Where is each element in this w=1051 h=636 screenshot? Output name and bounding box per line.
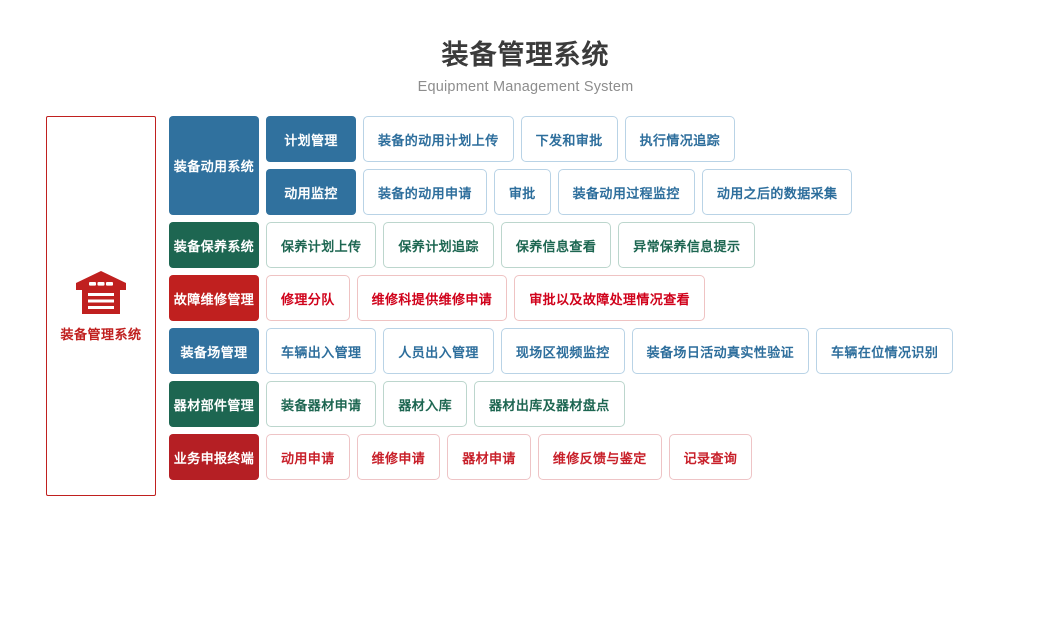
subsystem-row: 装备保养系统保养计划上传保养计划追踪保养信息查看异常保养信息提示 [169, 222, 953, 268]
system-architecture-diagram: 装备管理系统 装备动用系统计划管理装备的动用计划上传下发和审批执行情况追踪动用监… [0, 116, 1051, 496]
function-block[interactable]: 保养计划追踪 [383, 222, 494, 268]
subcategory-block[interactable]: 计划管理 [266, 116, 356, 162]
function-block[interactable]: 维修科提供维修申请 [356, 275, 508, 321]
category-groups: 车辆出入管理人员出入管理现场区视频监控装备场日活动真实性验证车辆在位情况识别 [266, 328, 954, 374]
category-group: 装备器材申请器材入库器材出库及器材盘点 [266, 381, 625, 427]
function-block[interactable]: 审批以及故障处理情况查看 [514, 275, 706, 321]
category-group: 动用申请维修申请器材申请维修反馈与鉴定记录查询 [266, 434, 753, 480]
function-block[interactable]: 器材申请 [447, 434, 531, 480]
function-block[interactable]: 装备的动用申请 [363, 169, 487, 215]
subcategory-block[interactable]: 动用监控 [266, 169, 356, 215]
function-block[interactable]: 装备的动用计划上传 [363, 116, 514, 162]
function-block[interactable]: 装备器材申请 [266, 381, 377, 427]
function-block[interactable]: 保养计划上传 [266, 222, 377, 268]
category-group: 动用监控装备的动用申请审批装备动用过程监控动用之后的数据采集 [266, 169, 853, 215]
category-block[interactable]: 业务申报终端 [169, 434, 259, 480]
subsystem-row: 装备场管理车辆出入管理人员出入管理现场区视频监控装备场日活动真实性验证车辆在位情… [169, 328, 954, 374]
function-block[interactable]: 器材出库及器材盘点 [474, 381, 625, 427]
category-block[interactable]: 装备动用系统 [169, 116, 259, 215]
category-groups: 保养计划上传保养计划追踪保养信息查看异常保养信息提示 [266, 222, 756, 268]
function-block[interactable]: 保养信息查看 [500, 222, 612, 268]
category-block[interactable]: 故障维修管理 [169, 275, 259, 321]
category-block[interactable]: 装备保养系统 [169, 222, 259, 268]
page-subtitle: Equipment Management System [417, 79, 634, 95]
category-group: 修理分队维修科提供维修申请审批以及故障处理情况查看 [266, 275, 706, 321]
function-block[interactable]: 执行情况追踪 [624, 116, 736, 162]
subsystem-row: 装备动用系统计划管理装备的动用计划上传下发和审批执行情况追踪动用监控装备的动用申… [169, 116, 953, 215]
category-group: 保养计划上传保养计划追踪保养信息查看异常保养信息提示 [266, 222, 756, 268]
function-block[interactable]: 车辆出入管理 [266, 328, 377, 374]
category-group: 车辆出入管理人员出入管理现场区视频监控装备场日活动真实性验证车辆在位情况识别 [266, 328, 954, 374]
function-block[interactable]: 异常保养信息提示 [618, 222, 756, 268]
function-block[interactable]: 维修申请 [356, 434, 441, 480]
function-block[interactable]: 动用申请 [266, 434, 350, 480]
category-block[interactable]: 装备场管理 [169, 328, 259, 374]
function-block[interactable]: 动用之后的数据采集 [701, 169, 853, 215]
subsystem-rows: 装备动用系统计划管理装备的动用计划上传下发和审批执行情况追踪动用监控装备的动用申… [169, 116, 954, 487]
root-system-panel[interactable]: 装备管理系统 [46, 116, 156, 496]
warehouse-icon [74, 269, 128, 316]
function-block[interactable]: 器材入库 [383, 381, 468, 427]
function-block[interactable]: 记录查询 [668, 434, 753, 480]
category-groups: 修理分队维修科提供维修申请审批以及故障处理情况查看 [266, 275, 706, 321]
function-block[interactable]: 审批 [493, 169, 551, 215]
function-block[interactable]: 装备动用过程监控 [557, 169, 695, 215]
function-block[interactable]: 维修反馈与鉴定 [537, 434, 662, 480]
root-system-label: 装备管理系统 [60, 327, 142, 342]
category-groups: 动用申请维修申请器材申请维修反馈与鉴定记录查询 [266, 434, 753, 480]
function-block[interactable]: 人员出入管理 [383, 328, 494, 374]
page-title: 装备管理系统 [441, 40, 610, 70]
function-block[interactable]: 装备场日活动真实性验证 [631, 328, 810, 374]
function-block[interactable]: 车辆在位情况识别 [816, 328, 954, 374]
function-block[interactable]: 修理分队 [266, 275, 350, 321]
category-groups: 计划管理装备的动用计划上传下发和审批执行情况追踪动用监控装备的动用申请审批装备动… [266, 116, 853, 215]
page-header: 装备管理系统 Equipment Management System [0, 0, 1051, 95]
subsystem-row: 器材部件管理装备器材申请器材入库器材出库及器材盘点 [169, 381, 953, 427]
category-group: 计划管理装备的动用计划上传下发和审批执行情况追踪 [266, 116, 852, 162]
subsystem-row: 业务申报终端动用申请维修申请器材申请维修反馈与鉴定记录查询 [169, 434, 953, 480]
function-block[interactable]: 现场区视频监控 [500, 328, 625, 374]
function-block[interactable]: 下发和审批 [520, 116, 618, 162]
subsystem-row: 故障维修管理修理分队维修科提供维修申请审批以及故障处理情况查看 [169, 275, 953, 321]
category-block[interactable]: 器材部件管理 [169, 381, 259, 427]
category-groups: 装备器材申请器材入库器材出库及器材盘点 [266, 381, 625, 427]
